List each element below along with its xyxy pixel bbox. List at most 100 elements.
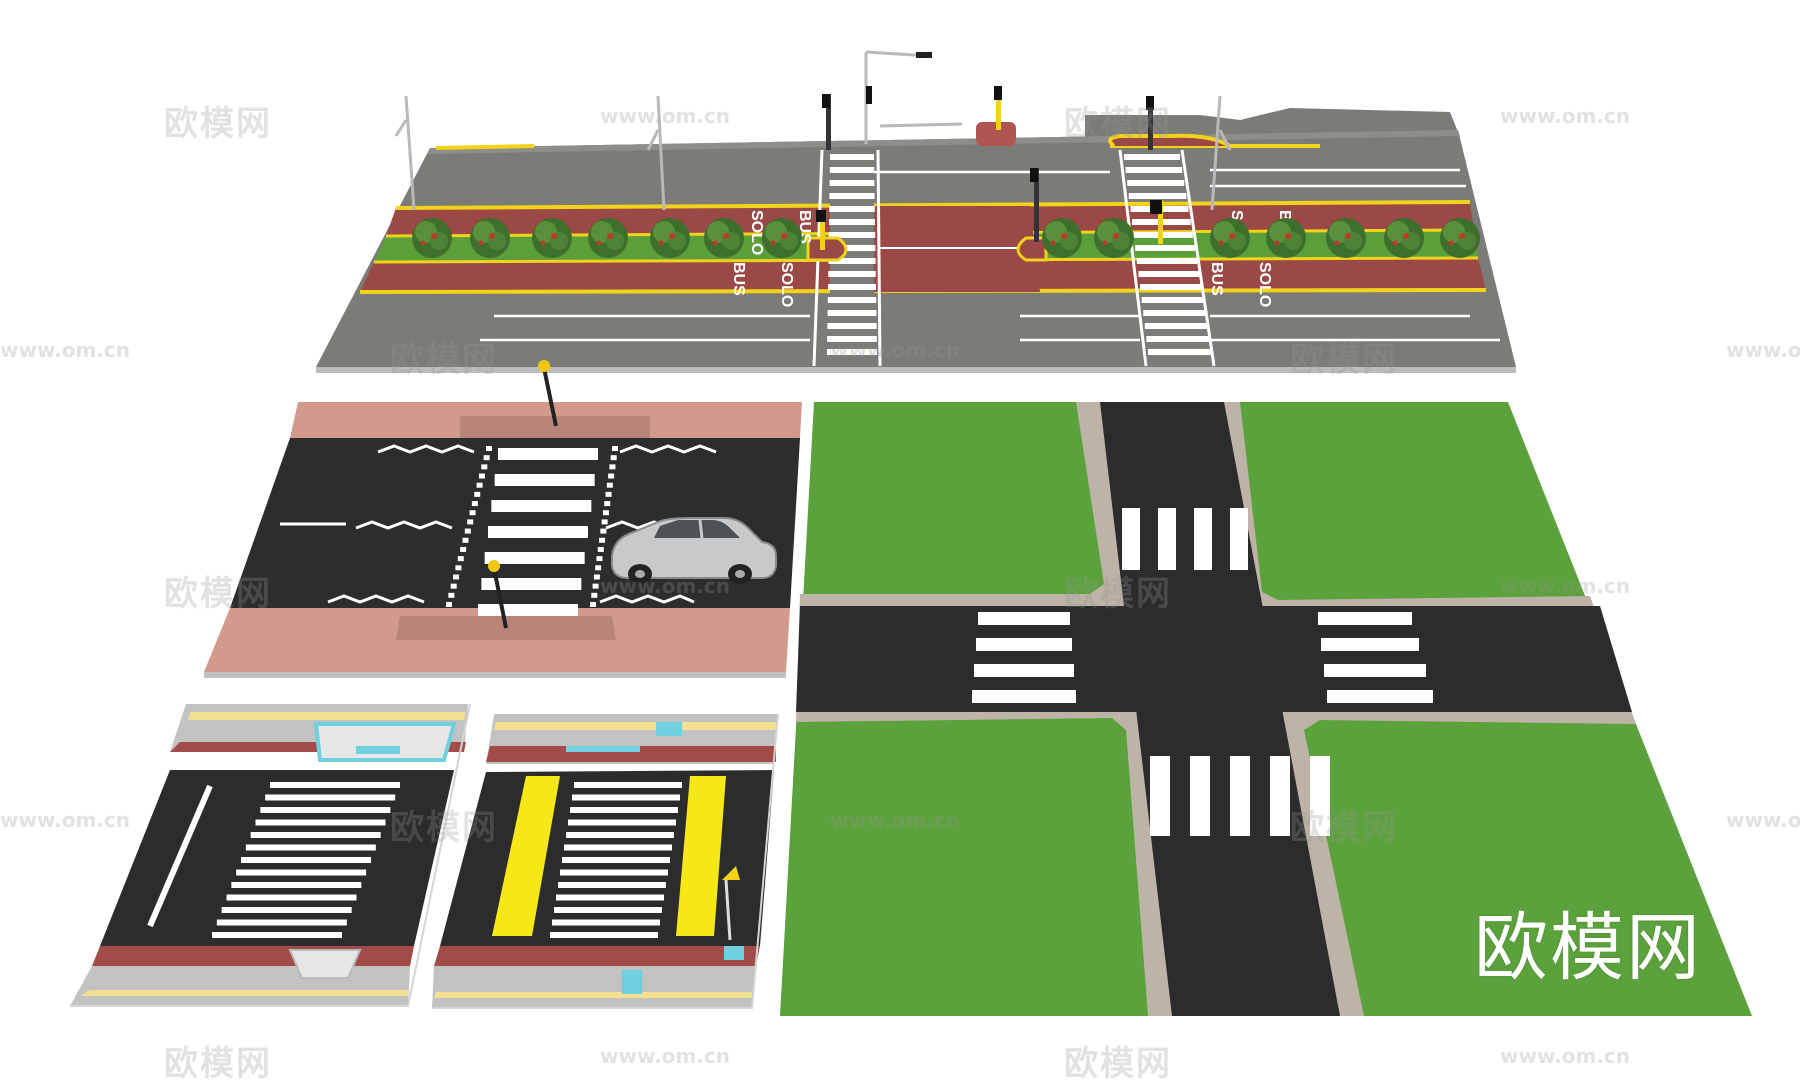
crosswalk-stripe	[1125, 167, 1183, 173]
road-text-solo-3: SOLO	[748, 210, 765, 255]
crosswalk-stripe	[1270, 756, 1290, 836]
crosswalk-stripe	[1230, 508, 1248, 570]
crosswalk-stripe	[255, 819, 386, 826]
crosswalk-stripe	[494, 474, 595, 486]
crosswalk-stripe	[976, 638, 1072, 651]
crosswalk-stripe	[216, 919, 347, 926]
crosswalk-stripe	[1138, 271, 1200, 277]
crosswalk-stripe	[828, 232, 876, 238]
crosswalk-edge-dot	[601, 519, 608, 525]
crosswalk-stripe	[212, 932, 342, 938]
crosswalk-stripe	[236, 869, 367, 876]
crosswalk-edge-dot	[481, 464, 488, 470]
crosswalk-edge-dot	[595, 565, 602, 571]
road-text-bus-1: BUS	[730, 262, 747, 296]
crosswalk-stripe	[226, 894, 357, 901]
hedge-shrub	[762, 218, 802, 258]
midblock-crosswalk-model	[204, 360, 802, 678]
crosswalk-stripe	[972, 690, 1076, 703]
crosswalk-stripe	[560, 869, 668, 876]
crosswalk-stripe	[265, 794, 396, 801]
hedge-shrub	[1094, 218, 1134, 258]
crosswalk-edge-dot	[483, 455, 490, 461]
crosswalk-edge-dot	[464, 528, 471, 534]
road-text-solo-2: SOLO	[1256, 262, 1273, 307]
crosswalk-edge-dot	[609, 464, 616, 470]
crosswalk-edge-dot	[602, 510, 609, 516]
crosswalk-stripe	[245, 844, 376, 851]
crosswalk-stripe	[1133, 232, 1193, 238]
hedge-shrub	[588, 218, 628, 258]
road-text-solo-1: SOLO	[778, 262, 795, 307]
crosswalk-stripe	[554, 907, 662, 913]
crosswalk-edge-dot	[457, 556, 464, 562]
crosswalk-edge-dot	[612, 446, 618, 451]
crosswalk-stripe	[562, 857, 670, 863]
watermark-brand-large: 欧模网	[1474, 905, 1702, 991]
crosswalk-edge-dot	[590, 602, 596, 607]
crosswalk-stripe	[550, 932, 658, 938]
crosswalk-edge-dot	[471, 501, 478, 507]
crosswalk-stripe	[260, 807, 391, 813]
crosswalk-stripe	[570, 807, 678, 813]
crosswalk-stripe	[1230, 756, 1250, 836]
crosswalk-edge-dot	[455, 565, 462, 571]
crosswalk-stripe	[568, 819, 676, 826]
crosswalk-stripe	[1148, 349, 1212, 355]
hedge-shrub	[1326, 218, 1366, 258]
crosswalk-stripe	[1127, 180, 1185, 186]
crosswalk-stripe	[1146, 336, 1210, 342]
crosswalk-stripe	[564, 844, 672, 851]
raised-crosswalk-model-a	[70, 704, 468, 1006]
crosswalk-stripe	[974, 664, 1074, 677]
crosswalk-stripe	[478, 604, 578, 616]
crosswalk-stripe	[829, 193, 875, 199]
crosswalk-stripe	[827, 297, 877, 303]
crosswalk-stripe	[827, 349, 877, 355]
crosswalk-edge-dot	[599, 537, 606, 543]
crosswalk-stripe	[1318, 612, 1412, 625]
hedge-shrub	[650, 218, 690, 258]
crosswalk-stripe	[574, 782, 682, 788]
hedge-shrub	[470, 218, 510, 258]
crosswalk-edge-dot	[453, 574, 460, 580]
crosswalk-edge-dot	[476, 482, 483, 488]
crosswalk-stripe	[558, 882, 666, 888]
crosswalk-edge-dot	[448, 592, 455, 598]
crosswalk-edge-dot	[608, 473, 615, 479]
crosswalk-stripe	[1310, 756, 1330, 836]
crosswalk-edge-dot	[460, 546, 467, 552]
crosswalk-stripe	[830, 154, 874, 160]
crosswalk-stripe	[1140, 284, 1202, 290]
traffic-light	[816, 86, 1163, 250]
crosswalk-stripe	[1128, 193, 1187, 199]
crosswalk-stripe	[827, 310, 877, 316]
crosswalk-edge-dot	[606, 482, 613, 488]
crosswalk-edge-dot	[605, 491, 612, 497]
crosswalk-edge-dot	[450, 583, 457, 589]
crosswalk-left	[812, 148, 882, 367]
crosswalk-stripe	[1327, 690, 1433, 703]
crosswalk-stripe	[827, 336, 877, 342]
hedge-shrub	[704, 218, 744, 258]
raised-crosswalk-model-b	[432, 714, 778, 1008]
crosswalk-edge-dot	[597, 546, 604, 552]
crosswalk-stripe	[488, 526, 588, 538]
crosswalk-edge-dot	[604, 501, 611, 507]
street-lamp	[488, 360, 558, 629]
crosswalk-stripe	[827, 323, 877, 329]
crosswalk-stripe	[552, 919, 660, 926]
crosswalk-edge-dot	[592, 583, 599, 589]
sedan-car	[611, 517, 777, 584]
crosswalk-stripe	[1143, 310, 1206, 316]
crosswalk-edge-dot	[610, 455, 617, 461]
crosswalk-stripe	[481, 578, 582, 590]
crosswalk-edge-dot	[467, 519, 474, 525]
crosswalk-stripe	[1324, 664, 1426, 677]
hedge-shrub	[1266, 218, 1306, 258]
bus-lane-markings: BUS SOLO BUS SOLO SOLO BUS SOLO BUS	[730, 210, 1293, 307]
crosswalk-stripe	[491, 500, 592, 512]
hedge-shrub	[1440, 218, 1480, 258]
